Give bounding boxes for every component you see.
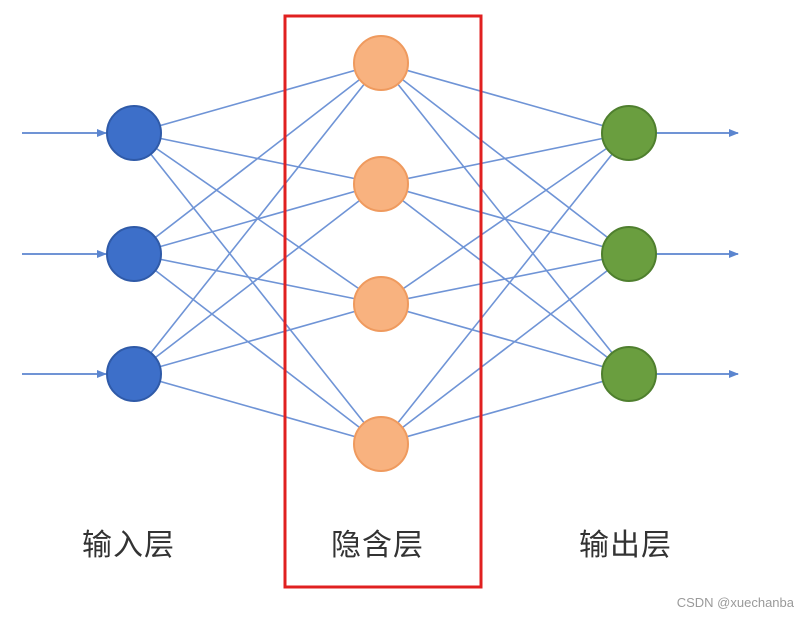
edge-input-2-hidden-3	[133, 373, 382, 445]
output-node-2	[601, 346, 657, 402]
edge-hidden-2-output-0	[380, 132, 630, 305]
hidden-layer-highlight-box	[283, 14, 483, 589]
output-node-0	[601, 105, 657, 161]
edge-input-2-hidden-1	[133, 183, 382, 375]
edge-hidden-2-output-2	[380, 303, 630, 375]
edge-hidden-1-output-0	[380, 132, 630, 185]
input-node-0	[106, 105, 162, 161]
connection-edges	[133, 62, 630, 445]
hidden-node-1	[353, 156, 409, 212]
edge-input-1-hidden-0	[133, 62, 382, 255]
io-arrows	[22, 129, 739, 378]
hidden-node-3	[353, 416, 409, 472]
edge-input-2-hidden-2	[133, 303, 382, 375]
watermark-text: CSDN @xuechanba	[676, 595, 794, 610]
edge-input-1-hidden-3	[133, 253, 382, 445]
input-node-2	[106, 346, 162, 402]
edge-input-0-hidden-0	[133, 62, 382, 134]
input-node-1	[106, 226, 162, 282]
output-node-1	[601, 226, 657, 282]
neuron-nodes	[106, 35, 657, 472]
edge-input-0-hidden-3	[133, 132, 382, 445]
hidden-node-2	[353, 276, 409, 332]
edge-hidden-2-output-1	[380, 253, 630, 305]
edge-input-2-hidden-0	[133, 62, 382, 375]
edge-hidden-3-output-2	[380, 373, 630, 445]
hidden-node-0	[353, 35, 409, 91]
input-layer-label: 输入层	[82, 528, 175, 563]
output-layer-label: 输出层	[579, 528, 672, 563]
edge-hidden-0-output-0	[380, 62, 630, 134]
edge-hidden-3-output-1	[380, 253, 630, 445]
hidden-layer-label: 隐含层	[331, 528, 424, 563]
edge-hidden-3-output-0	[380, 132, 630, 445]
